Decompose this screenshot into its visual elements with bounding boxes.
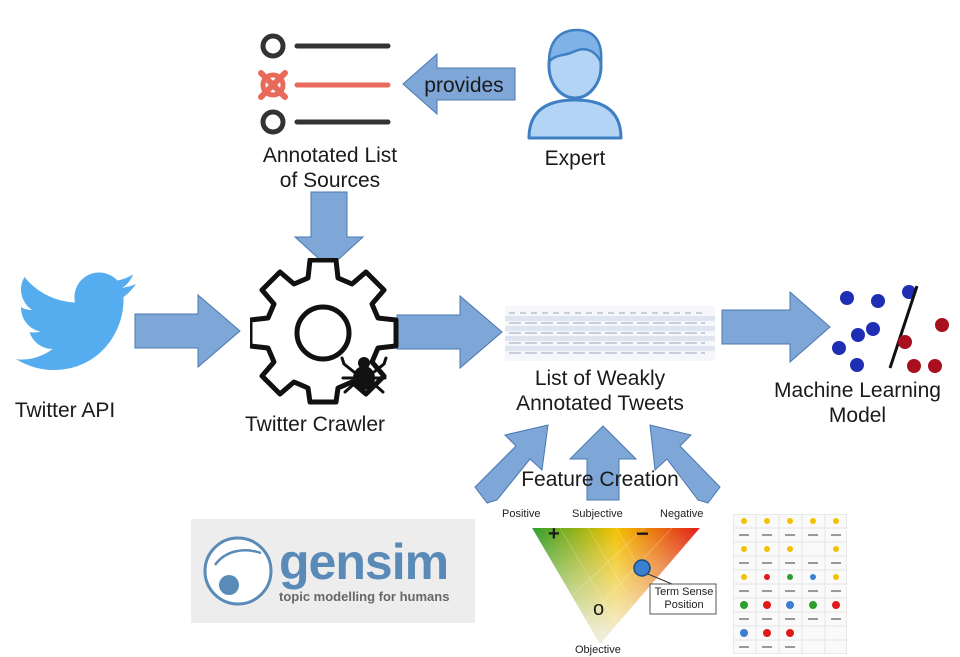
- ml-model-icon: [832, 285, 949, 373]
- triangle-negative-label: Negative: [660, 508, 704, 520]
- provides-label: provides: [424, 74, 504, 97]
- triangle-subjective-label: Subjective: [572, 508, 623, 520]
- ml-model-label-line1: Machine Learning: [774, 379, 941, 402]
- annotated-list-label-line2: of Sources: [279, 169, 381, 192]
- twitter-crawler-label: Twitter Crawler: [244, 413, 386, 436]
- triangle-objective-label: Objective: [575, 644, 621, 656]
- weak-tweets-label-line2: Annotated Tweets: [516, 392, 684, 415]
- gensim-emblem-icon: [203, 536, 273, 606]
- term-sense-callout-line2: Position: [664, 599, 704, 611]
- tweets-to-ml-arrow: [721, 290, 831, 364]
- emoji-table-thumbnail: [733, 514, 847, 654]
- list-to-crawler-arrow: [293, 191, 365, 269]
- gensim-tagline: topic modelling for humans: [279, 589, 450, 604]
- expert-icon: [527, 28, 623, 140]
- twitter-bird-icon: [16, 272, 137, 370]
- annotated-list-label-line1: Annotated List: [262, 144, 398, 167]
- feature-up-right-arrow: [649, 424, 721, 504]
- term-sense-callout: Term Sense Position: [652, 586, 716, 612]
- expert-label: Expert: [544, 147, 606, 170]
- feature-creation-label: Feature Creation: [521, 468, 679, 491]
- term-sense-callout-line1: Term Sense: [654, 586, 714, 598]
- weak-tweets-label-line1: List of Weakly: [534, 367, 666, 390]
- twitter-api-label: Twitter API: [14, 399, 116, 422]
- triangle-positive-label: Positive: [502, 508, 541, 520]
- tweets-table-thumbnail: [505, 306, 715, 361]
- feature-up-left-arrow: [474, 424, 549, 504]
- annotated-list-label: Annotated List of Sources: [240, 143, 420, 193]
- spider-icon: [340, 356, 388, 394]
- weak-tweets-label: List of Weakly Annotated Tweets: [490, 366, 710, 416]
- crawler-to-tweets-arrow: [396, 294, 503, 370]
- gensim-logo: gensim topic modelling for humans: [191, 519, 475, 623]
- provides-arrow: [402, 52, 516, 116]
- ml-model-label-line2: Model: [828, 404, 887, 427]
- triangle-minus-mark: −: [636, 521, 649, 546]
- triangle-plus-mark: +: [548, 523, 560, 545]
- triangle-zero-mark: o: [593, 598, 605, 620]
- feature-up-mid-arrow: [568, 425, 638, 501]
- api-to-crawler-arrow: [134, 293, 241, 369]
- sentiment-triangle: [531, 527, 717, 645]
- ml-model-label: Machine Learning Model: [755, 378, 960, 428]
- gensim-wordmark: gensim: [279, 534, 449, 590]
- annotated-list-icon: [258, 33, 391, 135]
